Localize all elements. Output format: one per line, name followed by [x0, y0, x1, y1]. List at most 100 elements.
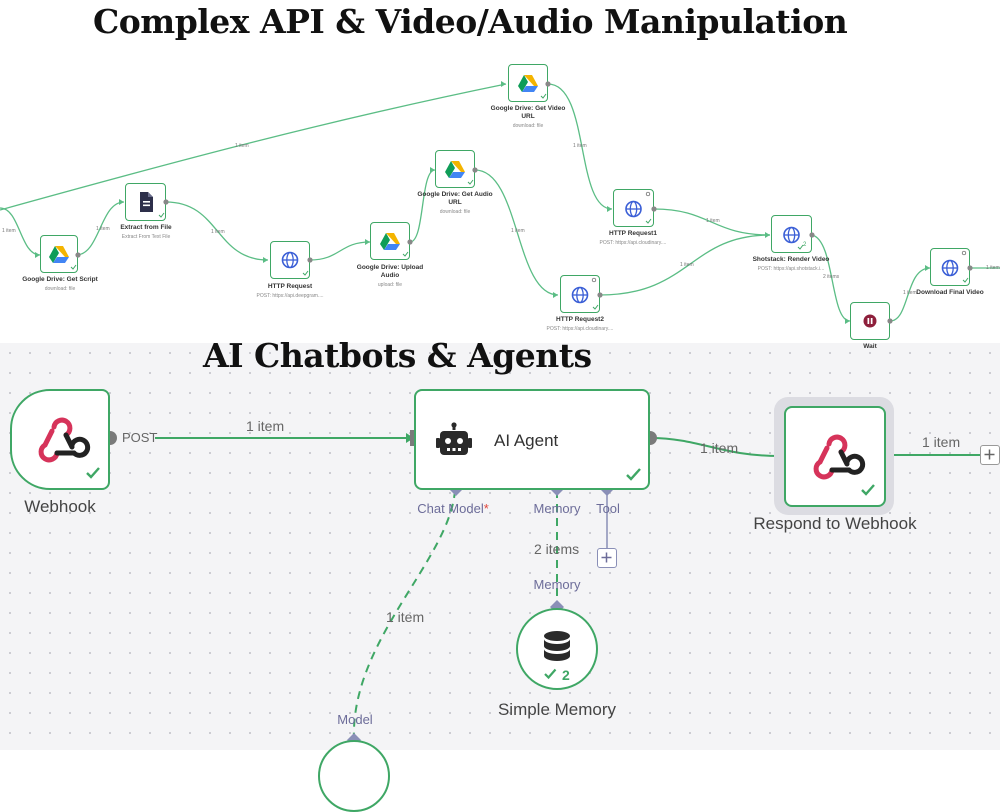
node-subtitle: Extract From Text File: [121, 234, 171, 240]
node-name-respond-to-webhook: Respond to Webhook: [753, 514, 917, 533]
node-subtitle: POST: https://api.cloudinary....: [599, 240, 667, 246]
edge-http-upload: [309, 241, 371, 261]
globe-icon: [783, 226, 804, 250]
port-label-memory: Memory: [533, 501, 581, 516]
node-shotstack-render-video[interactable]: 2: [771, 215, 812, 253]
webhook-icon: [813, 434, 875, 496]
webhook-method-label: POST: [122, 430, 158, 445]
edge-label-http2-shot: 1 item: [680, 262, 694, 268]
edge-label-audio-http2: 1 item: [511, 228, 525, 234]
node-download-final-video[interactable]: [930, 248, 970, 286]
node-http-request[interactable]: [270, 241, 310, 279]
globe-icon: [571, 277, 599, 310]
edge-model-link: [352, 489, 456, 741]
add-tool-button[interactable]: [597, 548, 617, 568]
edge-wait-dl: [889, 267, 931, 322]
edges-bottom: [103, 430, 980, 747]
run-count-badge: 2: [562, 667, 570, 683]
file-icon: [140, 192, 165, 218]
edge-label-in: 1 item: [2, 228, 16, 234]
node-google-drive-get-script[interactable]: [40, 235, 78, 273]
node-subtitle: download: file: [44, 286, 76, 292]
node-subtitle: download: file: [439, 209, 471, 215]
node-subtitle: upload: file: [377, 282, 403, 288]
node-label: Extract from File: [120, 224, 172, 231]
globe-icon: [281, 251, 309, 276]
globe-icon: [941, 250, 969, 283]
node-name-webhook: Webhook: [24, 497, 96, 516]
port-label-memory-in: Memory: [533, 577, 581, 592]
node-ai-agent[interactable]: AI Agent: [414, 389, 650, 490]
google-drive-icon: [380, 233, 409, 257]
edges-top: [0, 81, 1000, 324]
node-label: Wait: [863, 343, 877, 350]
edge-audio-http2: [474, 169, 559, 296]
node-label: Google Drive: Get Script: [22, 276, 98, 283]
webhook-icon: [38, 417, 100, 479]
success-check-icon: [626, 468, 641, 481]
node-label: Shotstack: Render Video: [752, 256, 830, 263]
node-label: Google Drive: Get Video: [490, 105, 566, 112]
google-drive-icon: [518, 75, 547, 99]
edge-label-shot-wait: 2 items: [823, 274, 840, 280]
database-icon: [544, 631, 570, 680]
edge-in: [0, 207, 41, 256]
node-label: HTTP Request2: [556, 316, 604, 323]
node-simple-memory[interactable]: 2: [516, 608, 598, 690]
edge-label-out: 1 item: [986, 265, 1000, 271]
node-label: Google Drive: Get Audio: [417, 191, 493, 198]
plus-icon: [984, 449, 995, 460]
node-http-request1[interactable]: [613, 189, 654, 227]
edge-label-script-extract: 1 item: [96, 226, 110, 232]
edge-http2-shot: [599, 234, 771, 296]
run-count-badge: 2: [803, 242, 807, 248]
node-label: HTTP Request1: [609, 230, 657, 237]
node-respond-to-webhook[interactable]: [784, 406, 886, 507]
node-label: Audio: [380, 272, 400, 279]
add-node-button[interactable]: [980, 445, 1000, 465]
edge-shot-wait: [811, 234, 851, 322]
edge-http1-shot: [653, 208, 771, 236]
node-subtitle: POST: https://api.cloudinary....: [546, 326, 614, 332]
edge-label-webhook-agent: 1 item: [246, 418, 285, 434]
edge-agent-respond: [649, 437, 781, 457]
google-drive-icon: [49, 246, 77, 270]
node-name-simple-memory: Simple Memory: [497, 700, 617, 719]
handles-top: [75, 81, 973, 324]
section-title-top: Complex API & Video/Audio Manipulation: [93, 2, 848, 41]
node-subtitle: download: file: [512, 123, 544, 129]
node-extract-from-file[interactable]: [125, 183, 166, 221]
edge-label-long: 1 item: [235, 143, 249, 149]
edge-label-memory-link: 2 items: [534, 541, 580, 557]
edge-long: [0, 83, 507, 211]
edge-label-agent-respond: 1 item: [700, 440, 739, 456]
node-label: Google Drive: Upload: [356, 264, 424, 271]
node-label: URL: [448, 199, 462, 206]
edge-label-respond-out: 1 item: [922, 434, 961, 450]
plus-icon: [601, 552, 612, 563]
node-label: Download Final Video: [916, 289, 984, 296]
node-name-ai-agent: AI Agent: [494, 431, 559, 450]
port-label-tool: Tool: [596, 501, 620, 516]
node-label: HTTP Request: [267, 283, 313, 290]
node-google-drive-get-video-url[interactable]: [508, 64, 548, 102]
section-title-bottom: AI Chatbots & Agents: [203, 336, 592, 375]
edge-label-wait-dl: 1 item: [903, 290, 917, 296]
edge-label-http1-shot: 1 item: [706, 218, 720, 224]
node-chat-model[interactable]: [318, 740, 390, 812]
robot-icon: [436, 422, 472, 455]
node-http-request2[interactable]: [560, 275, 600, 313]
edge-script-extract: [75, 201, 125, 256]
node-subtitle: POST: https://api.deepgram....: [256, 293, 324, 299]
google-drive-icon: [445, 161, 474, 185]
edge-label-video-http1: 1 item: [573, 143, 587, 149]
globe-icon: [625, 191, 652, 224]
edge-label-model-link: 1 item: [386, 609, 425, 625]
pause-icon: [863, 314, 877, 328]
edge-label-extract-http: 1 item: [211, 229, 225, 235]
node-wait[interactable]: [850, 302, 890, 340]
edge-extract-http: [165, 201, 269, 261]
node-webhook[interactable]: [10, 389, 110, 490]
node-google-drive-upload-audio[interactable]: [370, 222, 410, 260]
node-subtitle: POST: https://api.shotstack.i...: [757, 266, 825, 272]
